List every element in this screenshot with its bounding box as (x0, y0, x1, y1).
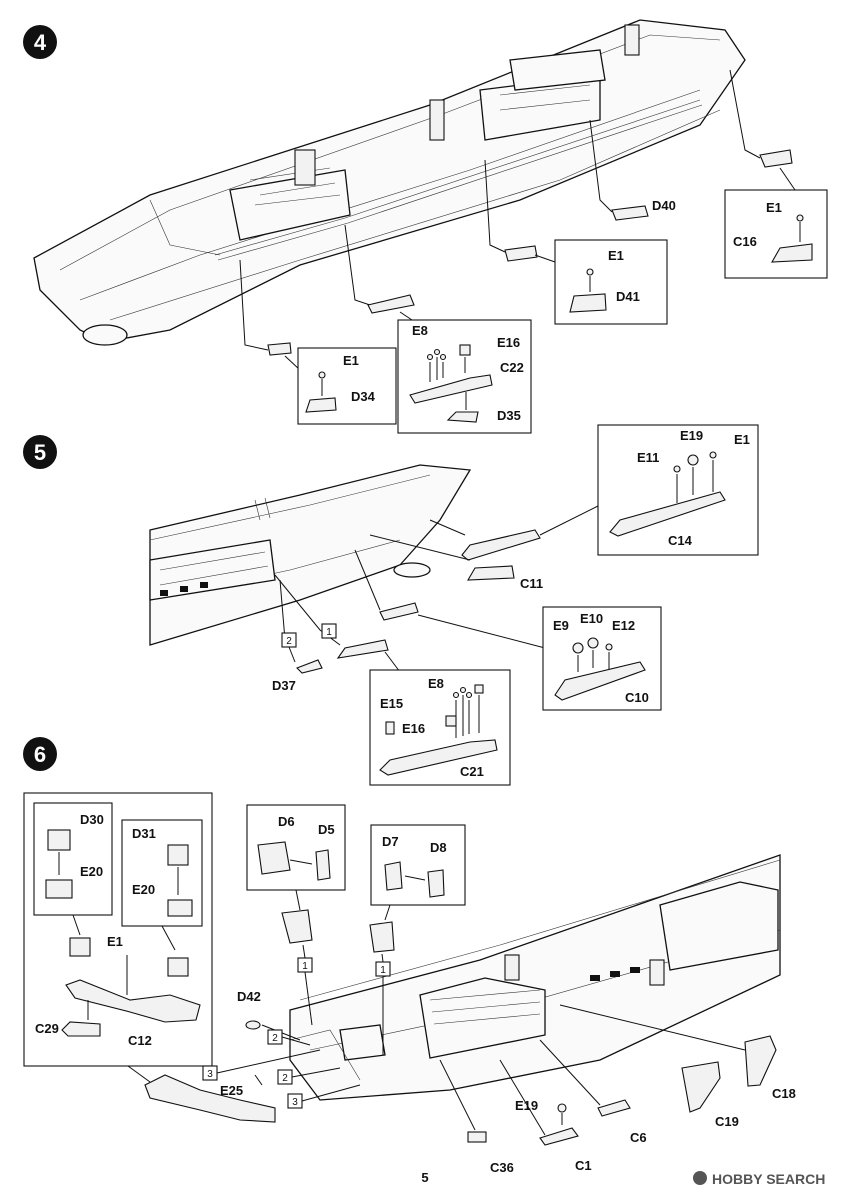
label-c29: C29 (35, 1021, 59, 1036)
label-e10: E10 (580, 611, 603, 626)
label-c1: C1 (575, 1158, 592, 1173)
part-d6-d5-group: D6 D5 1 (246, 804, 346, 1026)
label-d30: D30 (80, 812, 104, 827)
callout-1-s5 (321, 623, 337, 639)
label-e16: E16 (497, 335, 520, 350)
label-e19-s6: E19 (515, 1098, 538, 1113)
step-5-number: 5 (34, 440, 46, 465)
part-c21-group: 1 E8 E15 E16 C21 (274, 574, 511, 786)
callout-1-b-text: 1 (380, 965, 386, 976)
label-d5: D5 (318, 822, 335, 837)
part-d7-d8-group: D7 D8 1 (369, 824, 466, 1055)
label-d41: D41 (616, 289, 640, 304)
hull-step-4 (33, 19, 746, 346)
label-d8: D8 (430, 840, 447, 855)
label-d40: D40 (652, 198, 676, 213)
callout-2-b-text: 2 (282, 1073, 288, 1084)
label-e8: E8 (412, 323, 428, 338)
label-c12: C12 (128, 1033, 152, 1048)
label-c10: C10 (625, 690, 649, 705)
callout-1-s5-text: 1 (326, 627, 332, 638)
label-e12: E12 (612, 618, 635, 633)
part-e1-d41-group: E1 D41 (484, 159, 668, 325)
label-e9: E9 (553, 618, 569, 633)
step-6-badge: 6 (23, 737, 57, 771)
label-e20-a: E20 (80, 864, 103, 879)
base-callouts: 2 2 3 3 E25 (144, 1029, 361, 1123)
label-d42: D42 (237, 989, 261, 1004)
step-5-badge: 5 (23, 435, 57, 469)
label-c21: C21 (460, 764, 484, 779)
label-d31: D31 (132, 826, 156, 841)
part-c11-group: C11 (369, 534, 543, 591)
label-c16: C16 (733, 234, 757, 249)
label-c14: C14 (668, 533, 693, 548)
hull-step-6 (289, 854, 781, 1101)
label-e19-s5: E19 (680, 428, 703, 443)
callout-2-s5-text: 2 (286, 636, 292, 647)
label-e8-s5: E8 (428, 676, 444, 691)
label-c22: C22 (500, 360, 524, 375)
label-e11: E11 (637, 450, 659, 465)
part-c19-group: C19 (681, 1061, 739, 1129)
detail-box-d31 (121, 819, 203, 927)
label-e1-d34: E1 (343, 353, 359, 368)
step-4: 4 D40 (23, 19, 828, 434)
label-d35: D35 (497, 408, 521, 423)
part-e1-c16-group: E1 C16 (724, 69, 828, 279)
part-c14-group: E19 E11 E1 C14 (429, 424, 759, 561)
label-d7: D7 (382, 834, 399, 849)
step-6-number: 6 (34, 742, 46, 767)
step-4-badge: 4 (23, 25, 57, 59)
label-e25: E25 (220, 1083, 243, 1098)
step-5: 5 E19 E11 E1 C14 (23, 424, 759, 786)
hull-step-5 (149, 464, 472, 646)
label-e15: E15 (380, 696, 403, 711)
label-e20-b: E20 (132, 882, 155, 897)
label-e1-c16: E1 (766, 200, 782, 215)
part-c22-group: E8 E16 C22 D35 (344, 224, 532, 434)
label-d37: D37 (272, 678, 296, 693)
step-4-number: 4 (34, 30, 47, 55)
label-e1-d41: E1 (608, 248, 624, 263)
label-d34: D34 (351, 389, 376, 404)
label-c18: C18 (772, 1086, 796, 1101)
part-e1-d34-group: E1 D34 (239, 259, 397, 425)
part-d42-group: D42 (237, 989, 301, 1041)
callout-2-a-text: 2 (272, 1033, 278, 1044)
part-c6-group: C6 (539, 1039, 647, 1145)
part-d40-group: D40 (589, 119, 676, 221)
label-d6: D6 (278, 814, 295, 829)
page-number: 5 (421, 1170, 428, 1185)
label-c6: C6 (630, 1130, 647, 1145)
part-c36-group: C36 (439, 1059, 514, 1175)
label-e1-s5: E1 (734, 432, 750, 447)
callout-3-b-text: 3 (292, 1097, 298, 1108)
label-e16-s5: E16 (402, 721, 425, 736)
watermark-text: HOBBY SEARCH (712, 1171, 825, 1187)
part-e19-c1-group: E19 C1 (499, 1059, 592, 1173)
callout-1-a-text: 1 (302, 961, 308, 972)
part-c18-group: C18 (559, 1004, 796, 1101)
watermark: HOBBY SEARCH (693, 1171, 825, 1187)
step-6: 6 D30 E20 D31 E20 E1 C12 C29 (23, 737, 796, 1175)
detail-box-c16 (724, 189, 828, 279)
callout-3-a-text: 3 (207, 1069, 213, 1080)
label-c36: C36 (490, 1160, 514, 1175)
part-c12-group: D30 E20 D31 E20 E1 C12 C29 (23, 792, 213, 1083)
part-d37-group: 2 D37 (272, 579, 323, 693)
part-c10-group: E9 E10 E12 C10 (354, 549, 662, 711)
label-c19: C19 (715, 1114, 739, 1129)
label-c11: C11 (520, 576, 543, 591)
label-e1-s6: E1 (107, 934, 123, 949)
